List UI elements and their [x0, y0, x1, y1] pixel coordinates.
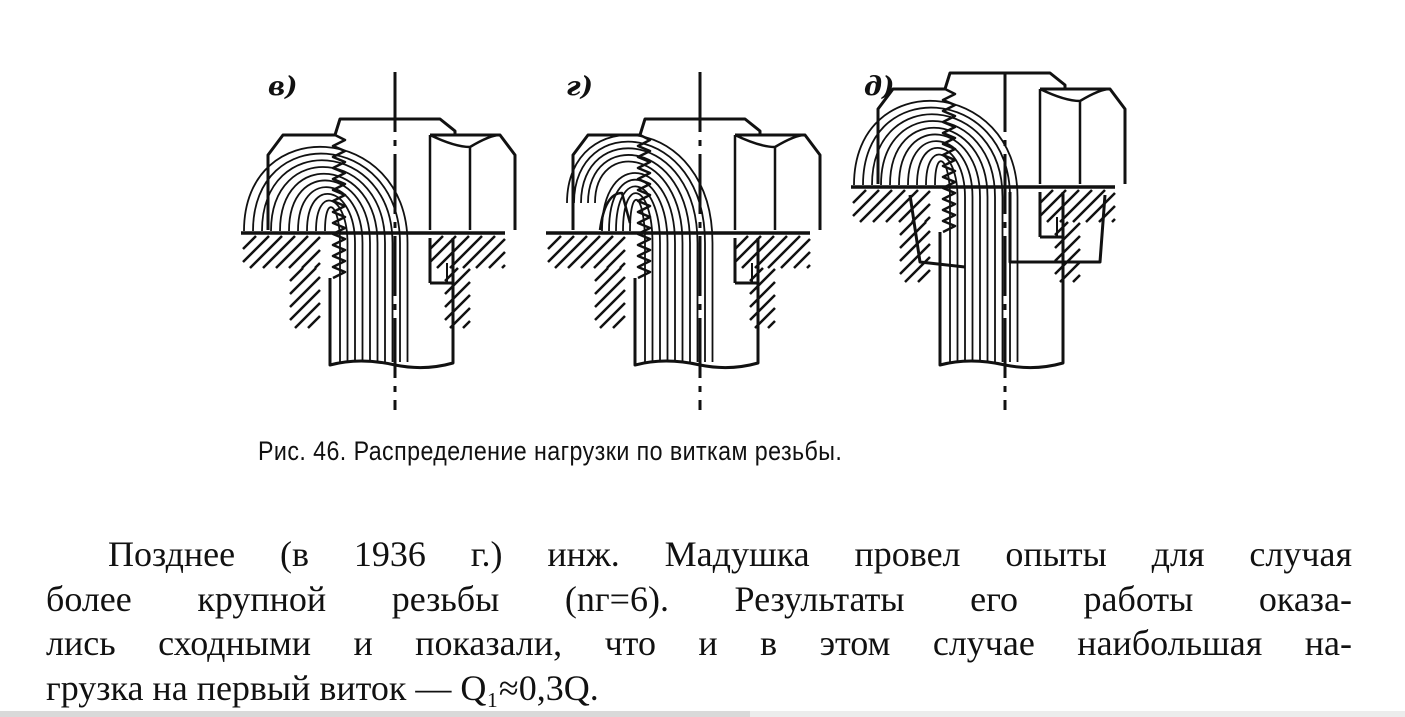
nut-outline — [876, 87, 1127, 184]
figure-label-d: д) — [864, 72, 894, 102]
figure-caption: Рис. 46. Распределение нагрузки по витка… — [258, 436, 843, 466]
hatching-wall-right — [1054, 221, 1081, 283]
figure-label-g: г) — [566, 72, 593, 102]
load-flow-lines — [566, 134, 714, 362]
bolt-shank — [633, 238, 760, 370]
paragraph-line: грузка на первый виток — Q₁≈0,3Q. — [46, 667, 599, 708]
hatching-left — [547, 235, 626, 269]
bottom-scroll-strip-right — [750, 711, 1405, 717]
load-flow-lines — [243, 145, 409, 362]
paragraph-line: Позднее (в 1936 г.) инж. Мадушка провел … — [108, 534, 1352, 574]
bottom-scroll-strip — [0, 711, 1405, 717]
hatching-left — [242, 235, 321, 269]
thread-profile — [636, 133, 652, 280]
nut-face-lines — [733, 133, 806, 230]
figure-label-v: в) — [268, 72, 297, 102]
figure-46-thread-load-distribution: в) г) д) — [241, 71, 1127, 410]
body-paragraph: Позднее (в 1936 г.) инж. Мадушка провел … — [46, 532, 1352, 710]
nut-undercut — [598, 191, 632, 231]
hatching-wall-left — [899, 221, 931, 283]
nut-recess — [908, 192, 1107, 269]
hatching-right — [429, 235, 506, 269]
bolt-head-top — [943, 71, 1067, 90]
nut-face-lines — [1038, 87, 1111, 184]
paragraph-line: лись сходными и показали, что и в этом с… — [46, 623, 1352, 663]
hatching-wall-left — [289, 267, 321, 329]
hatching-wall-left — [594, 267, 626, 329]
hatching-wall-right — [749, 267, 776, 329]
bolt-head-top — [333, 117, 457, 136]
bolt-head-top — [638, 117, 762, 136]
hatching-wall-right — [444, 267, 471, 329]
bolt-shank — [328, 238, 455, 370]
paragraph-line: более крупной резьбы (nг=6). Результаты … — [46, 578, 1352, 619]
hatching-left — [852, 189, 931, 223]
bolt-shank — [938, 192, 1065, 370]
nut-outline — [266, 133, 517, 230]
nut-outline — [571, 133, 822, 230]
load-flow-lines — [853, 99, 1019, 362]
nut-face-lines — [428, 133, 501, 230]
hatching-right — [734, 235, 811, 269]
